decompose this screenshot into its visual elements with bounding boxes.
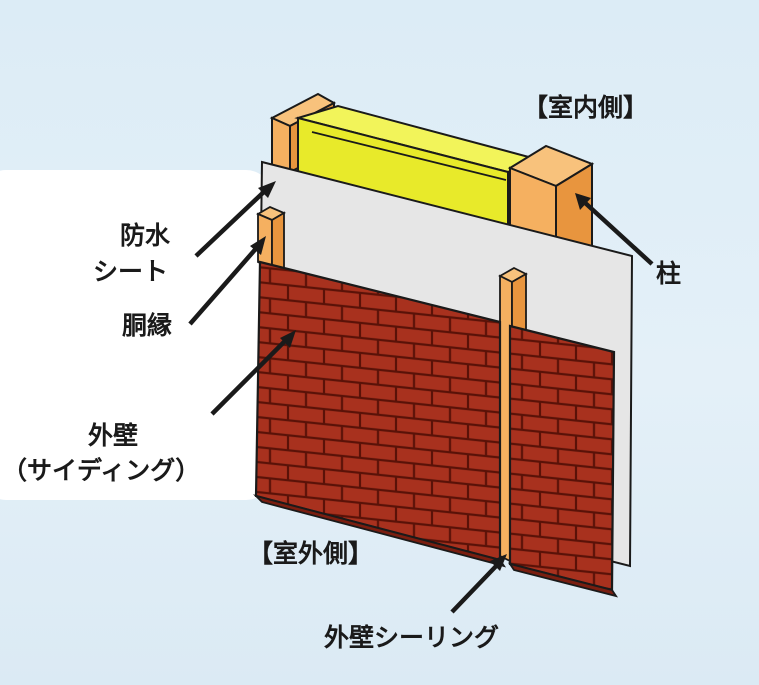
column-post — [507, 144, 595, 254]
label-sealing: 外壁シーリング — [324, 623, 500, 652]
arrow-waterproof-sheet — [194, 186, 270, 258]
label-waterproof-sheet-line2: シート — [93, 257, 169, 286]
label-siding-line1: 外壁 — [88, 421, 139, 450]
label-furring-strip: 胴縁 — [122, 311, 173, 340]
arrow-column — [580, 198, 654, 266]
arrow-siding — [210, 336, 290, 416]
siding-right — [507, 324, 619, 598]
label-column: 柱 — [656, 259, 682, 288]
furring-strip-left — [256, 205, 286, 270]
arrow-furring-strip — [188, 242, 262, 326]
label-interior: 【室内側】 — [523, 93, 649, 122]
label-exterior: 【室外側】 — [248, 539, 374, 568]
arrow-sealing — [450, 560, 502, 614]
label-siding-line2: （サイディング） — [2, 456, 201, 485]
label-waterproof-sheet-line1: 防水 — [120, 221, 171, 250]
